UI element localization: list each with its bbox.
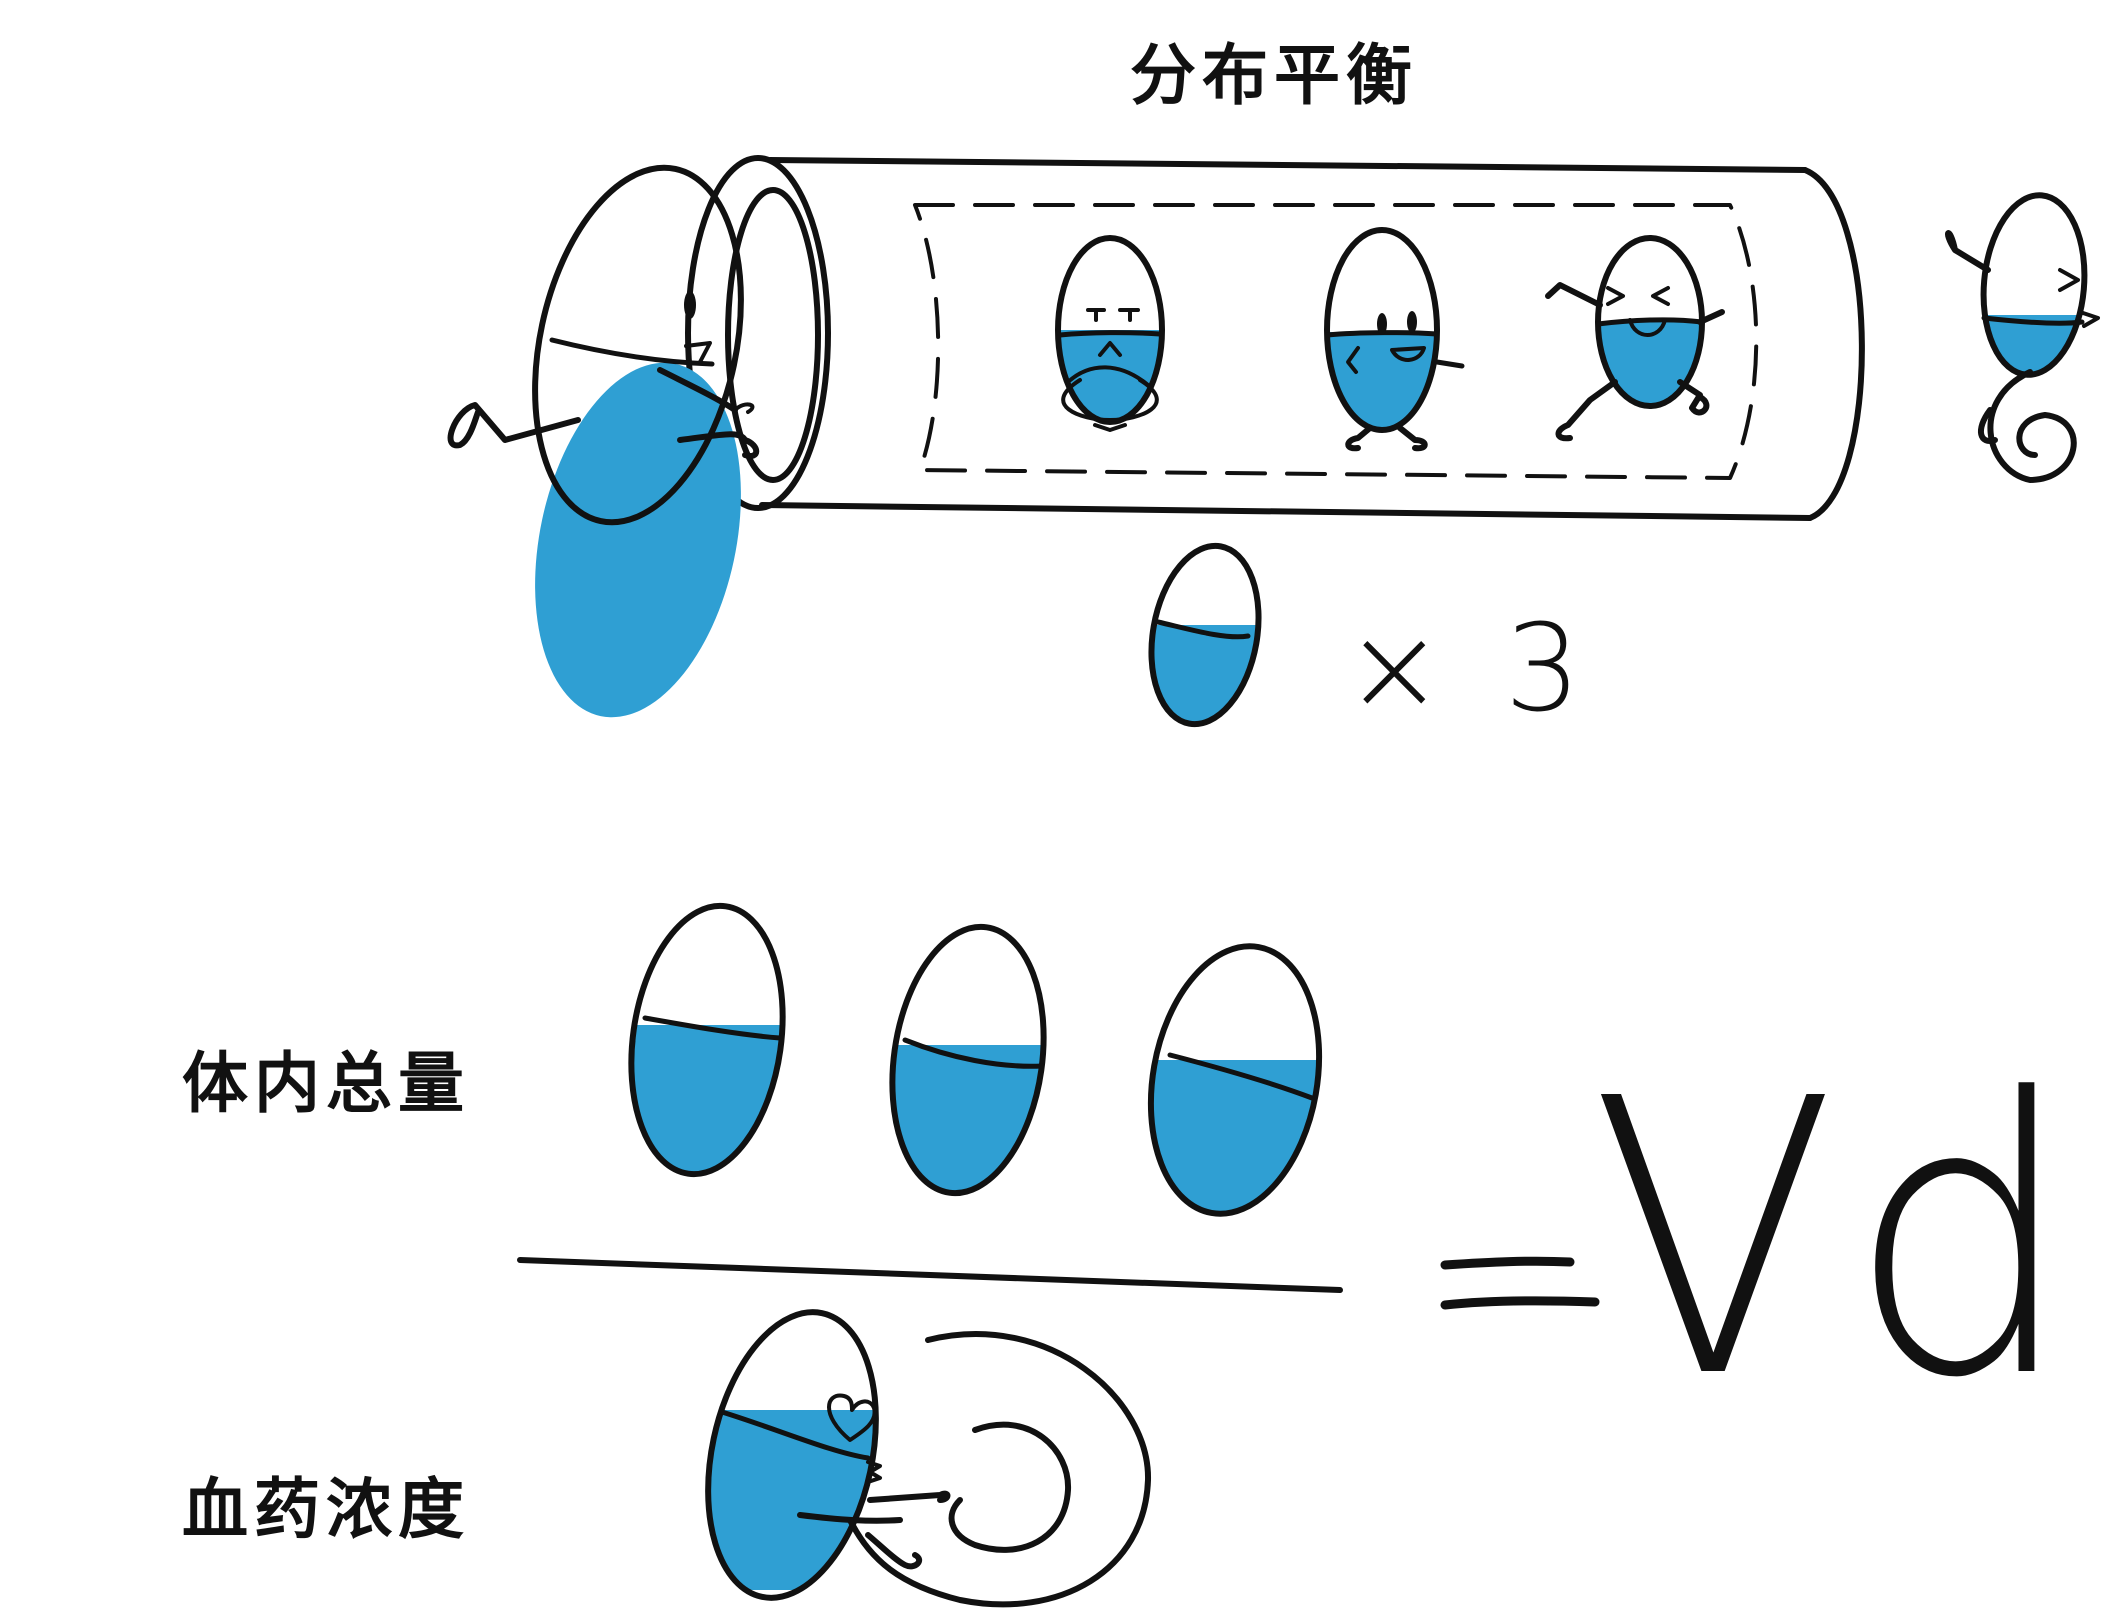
drug-character-entering (447, 164, 772, 737)
times-symbol: × (1344, 600, 1445, 739)
leg-inside (677, 431, 760, 459)
multiplier-text: ×3 (1344, 600, 1581, 739)
pill-times-three (1140, 542, 1270, 733)
tube-left-ring-outer (685, 155, 831, 511)
denominator-character (700, 1309, 1152, 1608)
vd-result: Vd (1590, 1018, 2086, 1461)
drug-character-jumping (1545, 235, 1725, 442)
tube (685, 155, 1865, 521)
equals-bottom (1440, 1296, 1600, 1310)
leg-back (447, 402, 581, 449)
blood-concentration-label: 血药浓度 (182, 1471, 470, 1548)
tail-inner (948, 1421, 1072, 1553)
tube-inner-dashed-frame (913, 203, 1759, 480)
equals-top (1440, 1256, 1575, 1270)
numerator-pill-1 (620, 902, 800, 1184)
drug-character-walking (1324, 227, 1465, 452)
drug-character-grumpy (1055, 235, 1165, 432)
drug-character-leaving (1945, 192, 2100, 483)
tube-right-end (1802, 167, 1865, 521)
arm-reaching (657, 367, 738, 413)
numerator-pill-2 (880, 923, 1060, 1203)
numerator-pill-3 (1140, 943, 1330, 1228)
tail-outer (847, 1331, 1152, 1608)
multiplier-value: 3 (1504, 600, 1581, 739)
tube-top-edge (767, 157, 1808, 173)
tube-left-ring-inner (725, 187, 821, 483)
diagram-title: 分布平衡 (1130, 37, 1418, 114)
heart-icon (827, 1393, 877, 1442)
tube-bottom-edge (759, 502, 1813, 521)
total-amount-label: 体内总量 (182, 1045, 470, 1122)
fraction-bar (517, 1257, 1343, 1293)
